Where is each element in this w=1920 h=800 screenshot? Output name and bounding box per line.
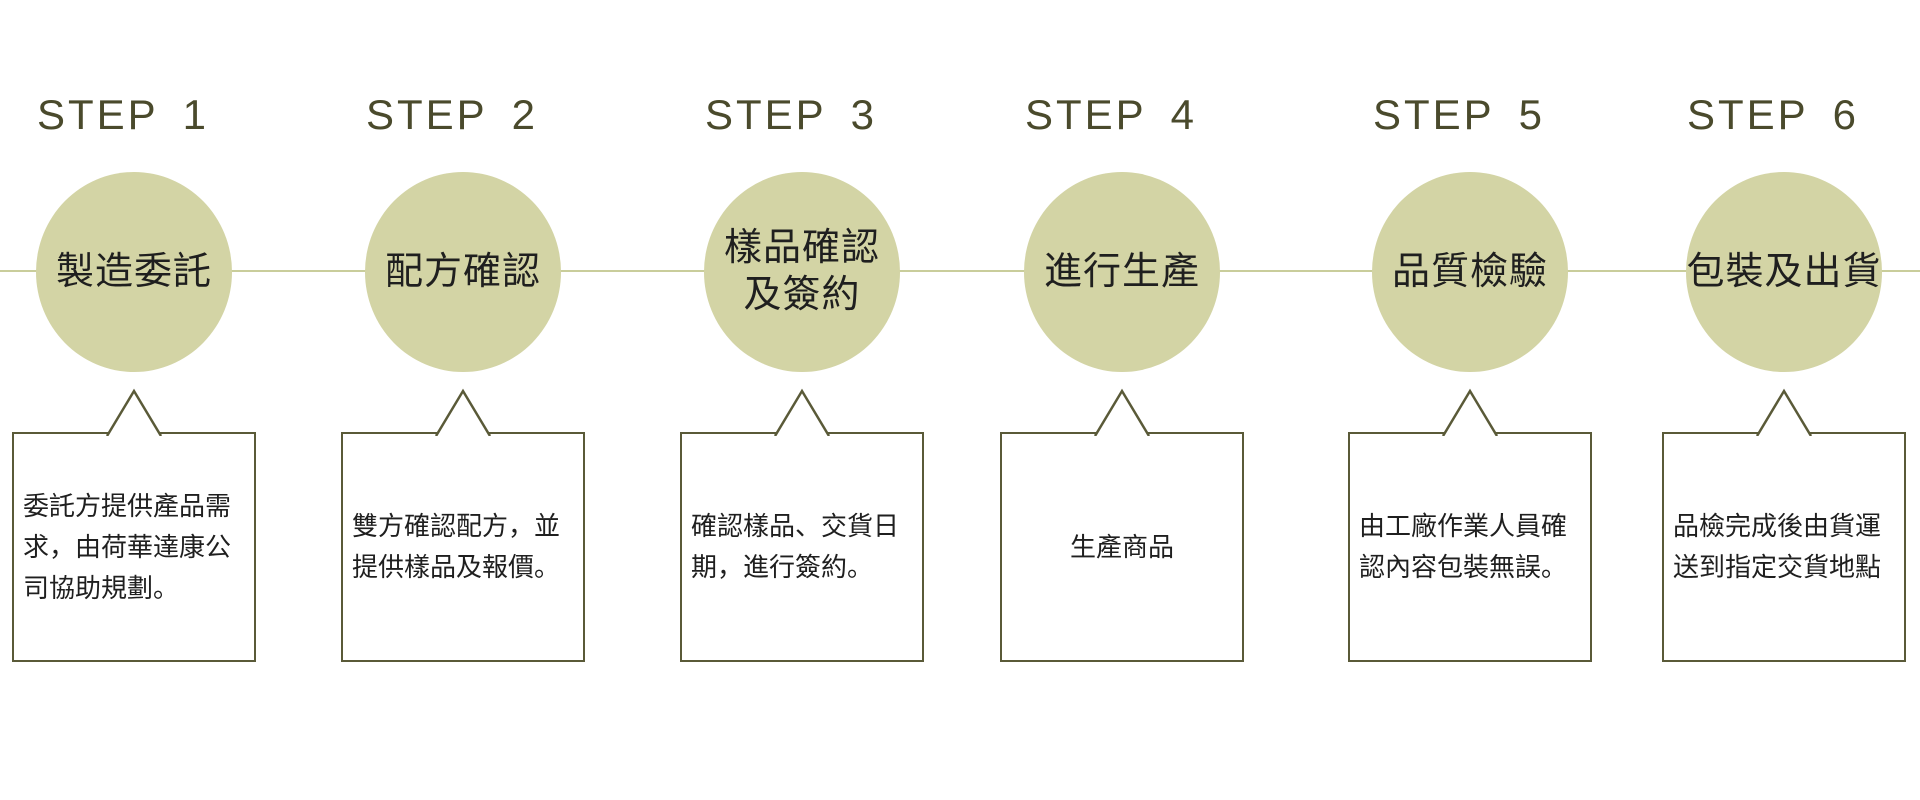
step-description: 確認樣品、交貨日 期，進行簽約。 <box>691 511 900 582</box>
step-circle: 品質檢驗 <box>1372 172 1568 372</box>
callout-pointer-icon <box>105 388 163 436</box>
step-circle: 進行生產 <box>1024 172 1220 372</box>
step-circle-title: 包裝及出貨 <box>1686 250 1882 293</box>
step-label: STEP 1 <box>37 91 209 138</box>
step-description: 由工廠作業人員確 認內容包裝無誤。 <box>1359 511 1568 582</box>
step-description: 生產商品 <box>1069 531 1174 562</box>
step-label: STEP 5 <box>1373 91 1545 138</box>
step-label: STEP 4 <box>1025 91 1197 138</box>
step-callout-box: 品檢完成後由貨運 送到指定交貨地點 <box>1662 432 1906 662</box>
step-description: 委託方提供產品需 求，由荷華達康公 司協助規劃。 <box>23 490 232 603</box>
step-circle: 樣品確認 及簽約 <box>704 172 900 372</box>
step-callout-box: 委託方提供產品需 求，由荷華達康公 司協助規劃。 <box>12 432 256 662</box>
step-label: STEP 2 <box>366 91 538 138</box>
step-description: 雙方確認配方，並 提供樣品及報價。 <box>352 511 561 582</box>
callout-pointer-icon <box>1093 388 1151 436</box>
step-circle-title: 製造委託 <box>55 250 212 293</box>
callout-pointer-icon <box>1755 388 1813 436</box>
step-circle: 包裝及出貨 <box>1686 172 1882 372</box>
step-circle: 製造委託 <box>36 172 232 372</box>
step-callout-box: 由工廠作業人員確 認內容包裝無誤。 <box>1348 432 1592 662</box>
step-description: 品檢完成後由貨運 送到指定交貨地點 <box>1673 511 1882 582</box>
step-circle-title: 樣品確認 及簽約 <box>723 227 880 316</box>
step-callout-box: 確認樣品、交貨日 期，進行簽約。 <box>680 432 924 662</box>
step-callout-box: 雙方確認配方，並 提供樣品及報價。 <box>341 432 585 662</box>
step-label: STEP 6 <box>1687 91 1859 138</box>
step-callout-box: 生產商品 <box>1000 432 1244 662</box>
callout-pointer-icon <box>773 388 831 436</box>
timeline-line <box>0 270 1920 272</box>
callout-pointer-icon <box>1441 388 1499 436</box>
callout-pointer-icon <box>434 388 492 436</box>
step-circle: 配方確認 <box>365 172 561 372</box>
step-circle-title: 品質檢驗 <box>1391 250 1548 293</box>
step-label: STEP 3 <box>705 91 877 138</box>
step-circle-title: 配方確認 <box>384 250 541 293</box>
step-circle-title: 進行生產 <box>1043 250 1200 293</box>
